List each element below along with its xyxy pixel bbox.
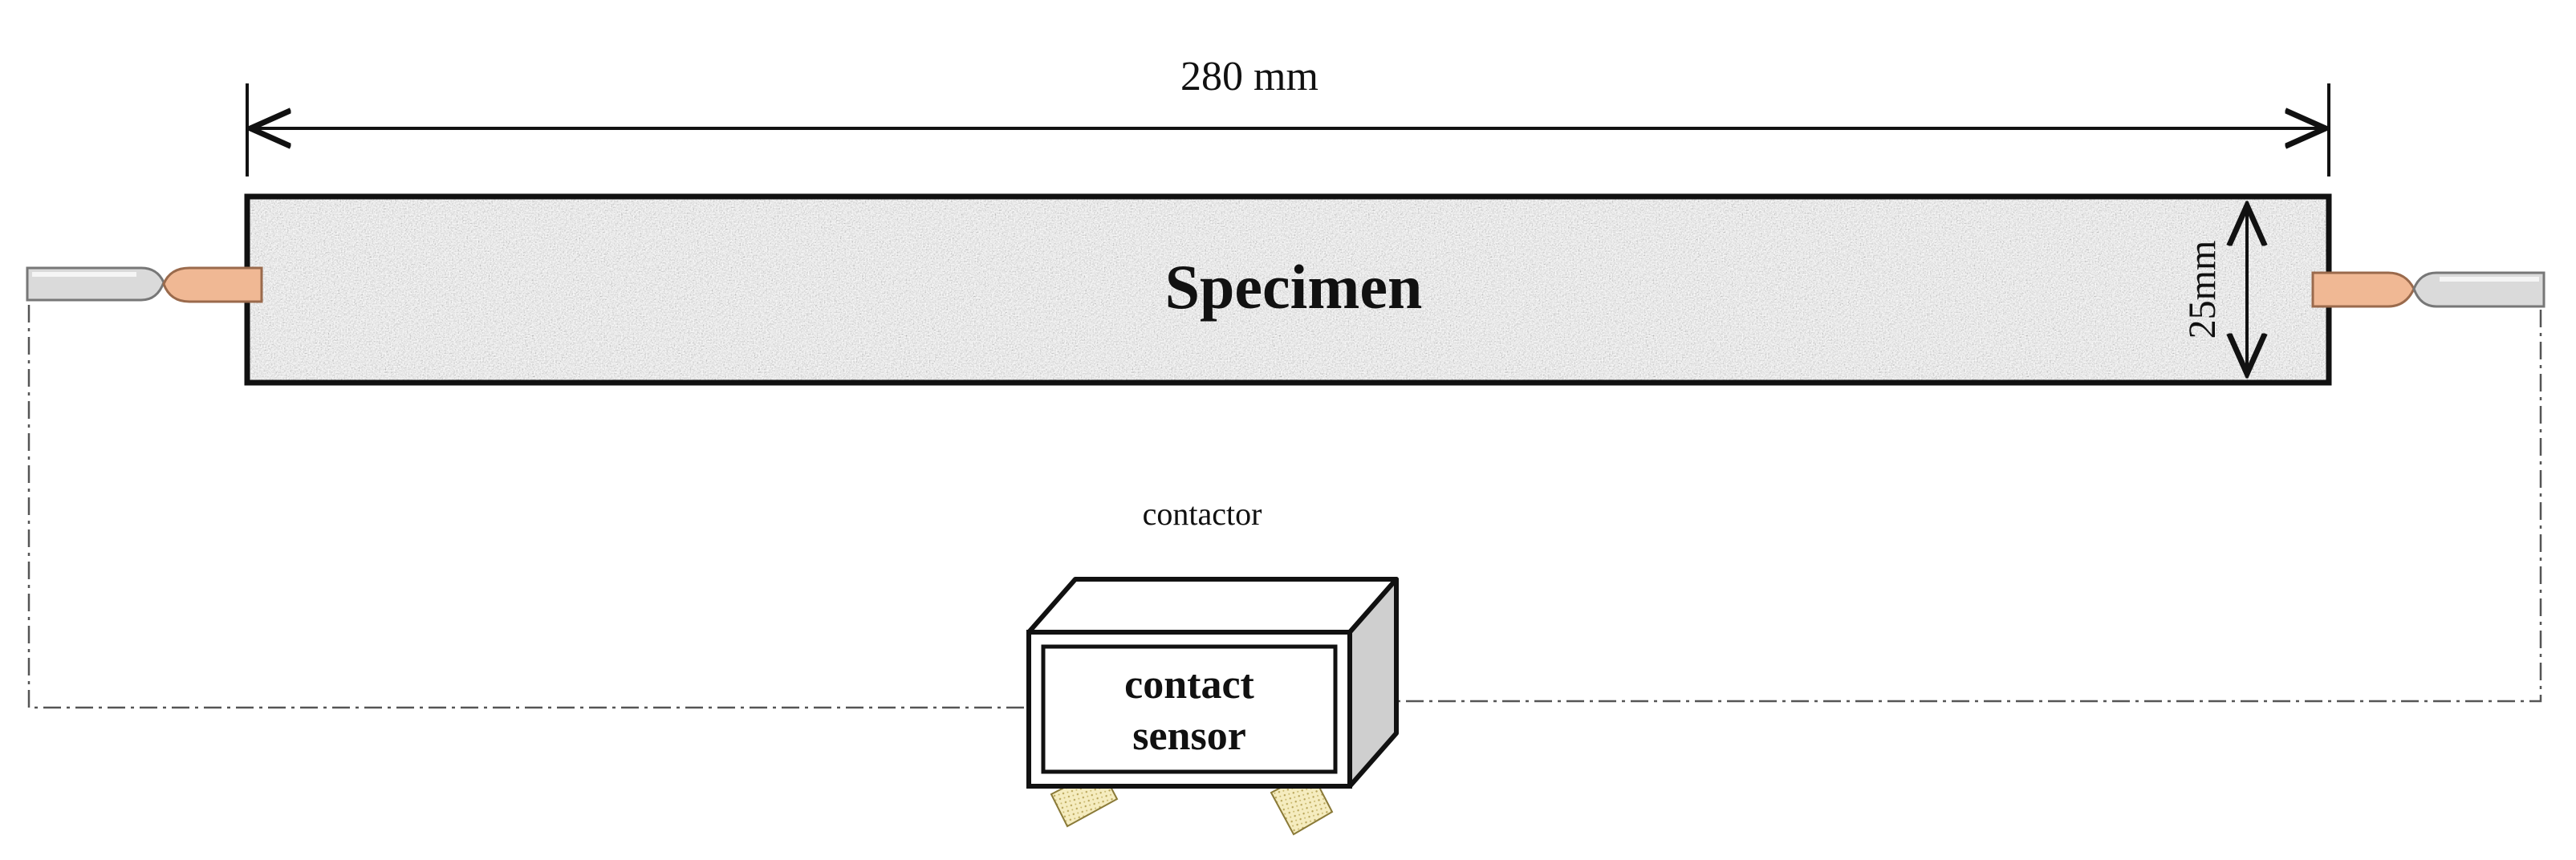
contactor-label: contactor [1143,496,1262,532]
right-electrode [2311,271,2546,308]
specimen: Specimen [244,193,2332,386]
left-electrode-tip [162,266,263,303]
length-dimension: 280 mm [246,54,2330,176]
left-circuit-wire [27,305,1029,709]
sensor-label-line2: sensor [1132,713,1246,759]
specimen-label: Specimen [1165,252,1423,322]
right-electrode-tip [2311,271,2416,308]
sensor-box-inner-frame [1041,644,1338,774]
sensor-box-top [1026,577,1399,635]
width-dimension: 25mm [2181,205,2247,374]
right-circuit-wire [1396,310,2542,703]
left-electrode [26,266,263,303]
width-label: 25mm [2181,241,2224,339]
contact-sensor-box: contact sensor [1026,577,1399,836]
sensor-label-line1: contact [1124,662,1254,708]
circuit-wiring [27,305,2542,709]
length-label: 280 mm [1180,54,1318,99]
specimen-fill [247,197,2329,383]
